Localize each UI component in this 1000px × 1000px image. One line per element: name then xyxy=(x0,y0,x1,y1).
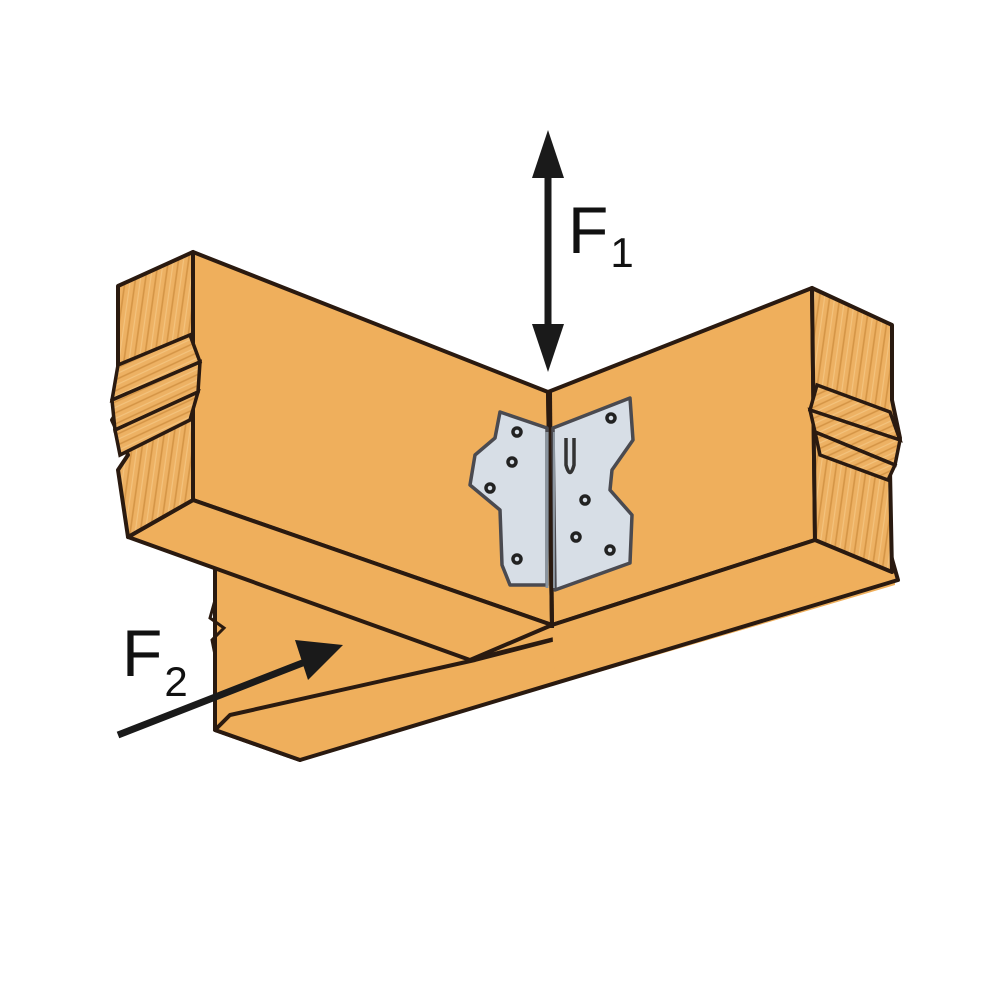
force-symbol: F xyxy=(568,193,609,267)
force-subscript: 1 xyxy=(610,229,634,276)
force-subscript: 2 xyxy=(164,658,188,705)
f2-arrow xyxy=(116,640,343,739)
joint-line xyxy=(548,391,554,629)
force-symbol: F xyxy=(122,616,163,690)
angle-connector-plate xyxy=(468,396,635,592)
f1-arrow xyxy=(532,130,564,372)
force-f2-label: F2 xyxy=(122,615,188,705)
nail-holes xyxy=(484,412,617,565)
force-f1-label: F1 xyxy=(568,192,634,276)
